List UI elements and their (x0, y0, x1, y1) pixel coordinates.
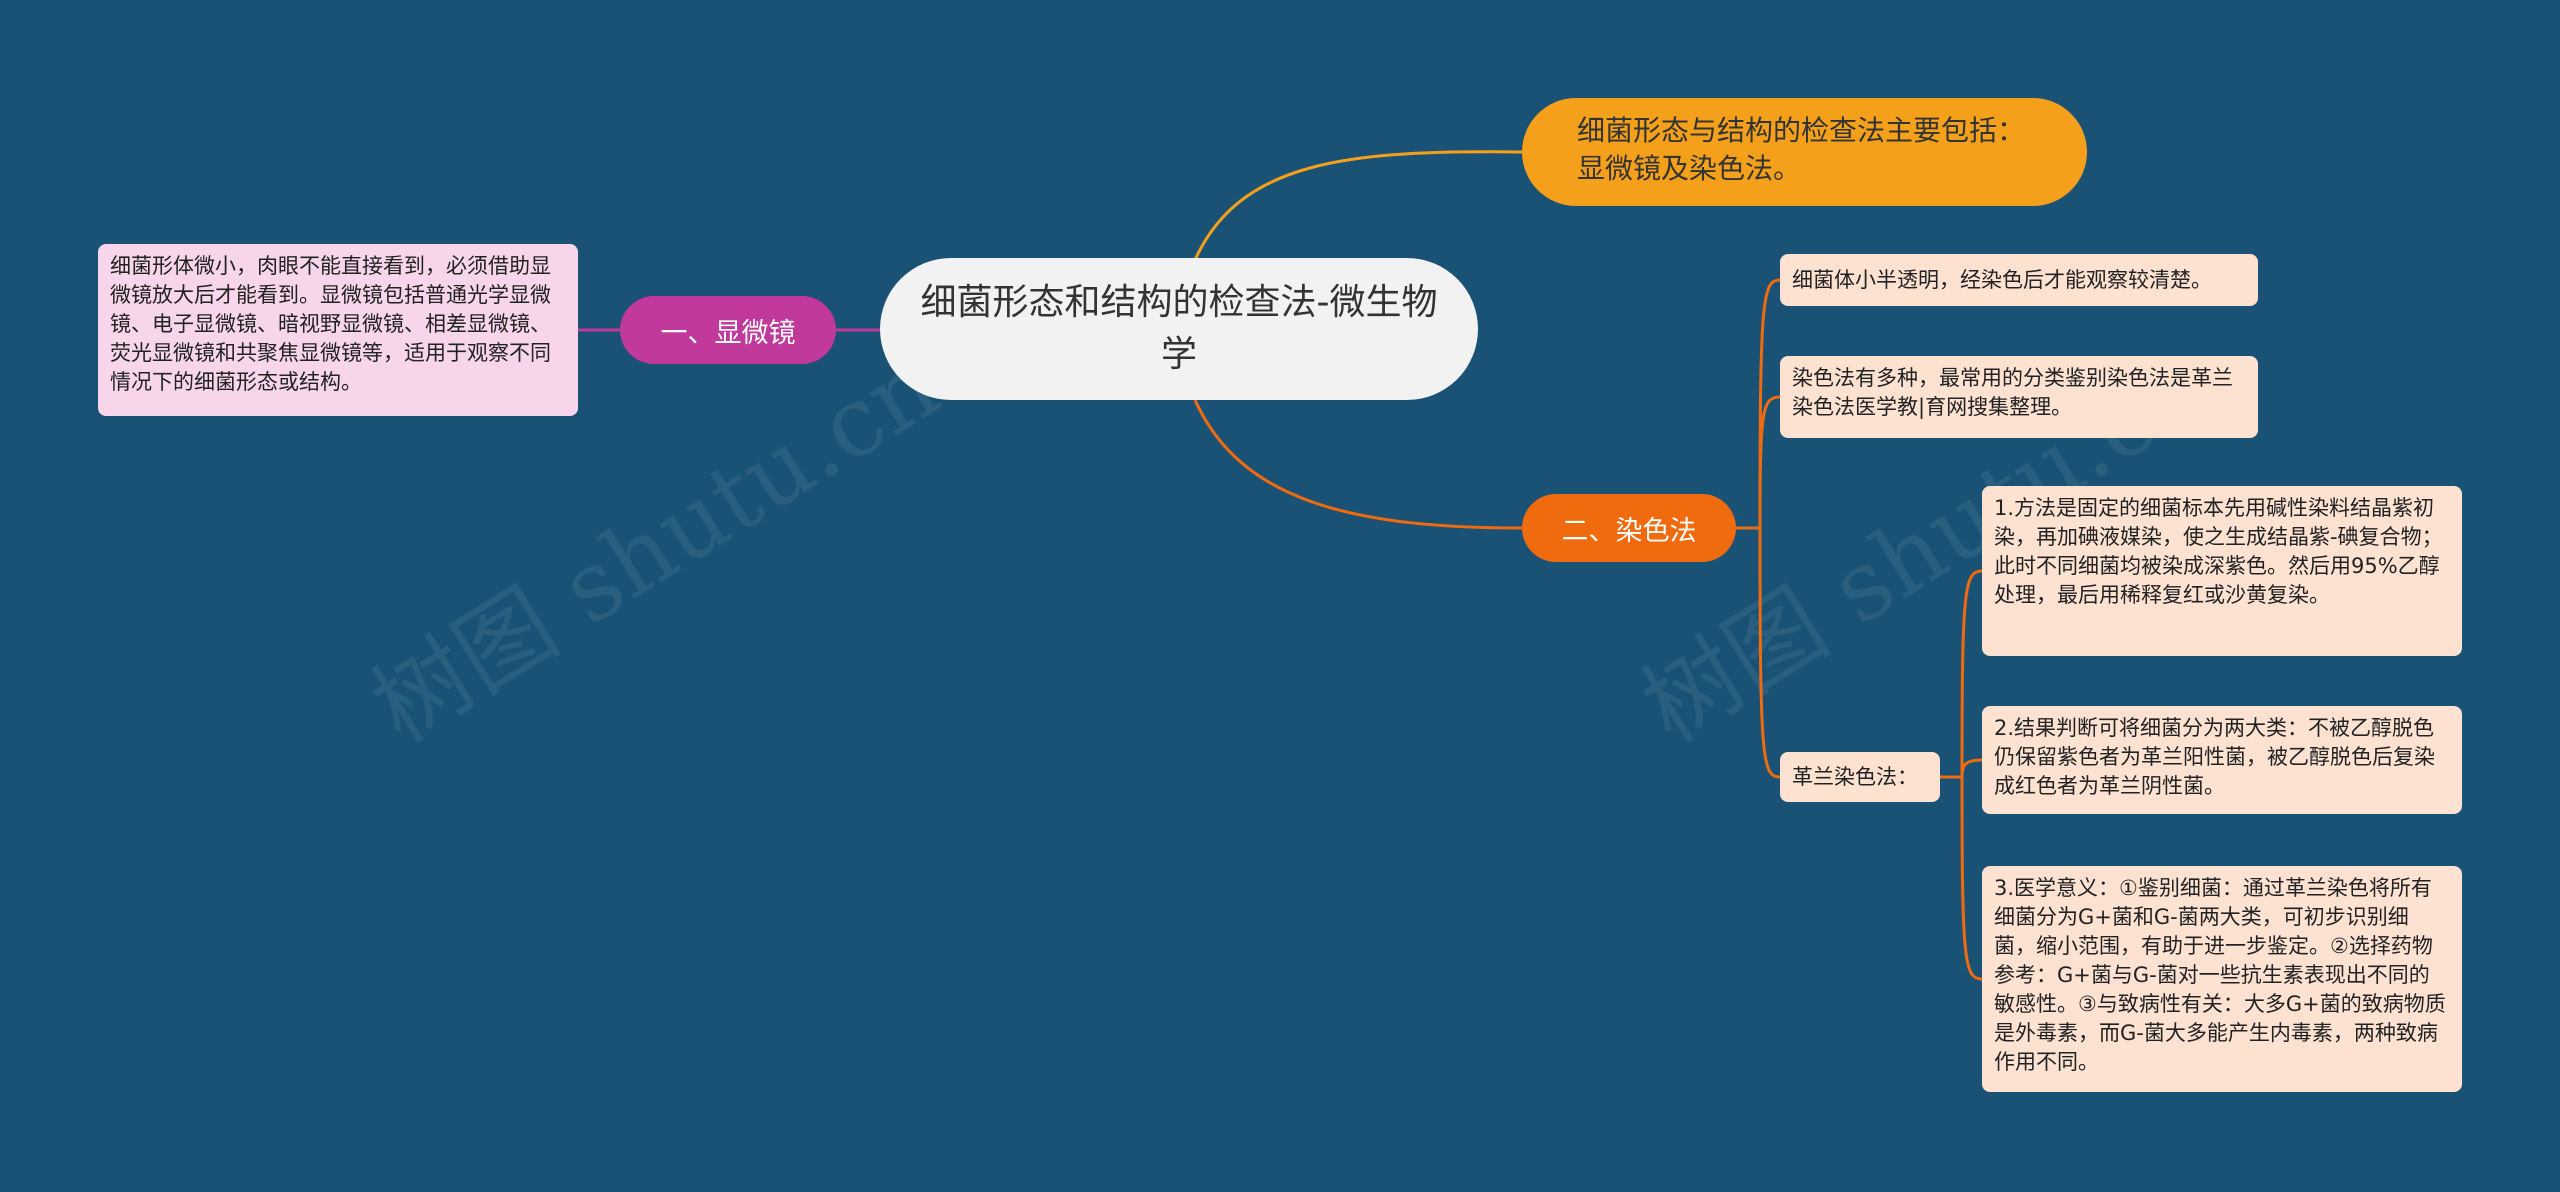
connector-top-note (1193, 150, 1523, 261)
central-topic[interactable]: 细菌形态和结构的检查法-微生物学 (880, 258, 1478, 400)
summary-node[interactable]: 细菌形态与结构的检查法主要包括：显微镜及染色法。 (1522, 98, 2087, 206)
microscope-detail[interactable]: 细菌形体微小，肉眼不能直接看到，必须借助显微镜放大后才能看到。显微镜包括普通光学… (98, 244, 578, 416)
gram-stain-node[interactable]: 革兰染色法： (1780, 752, 1940, 802)
gram-step-significance[interactable]: 3.医学意义：①鉴别细菌：通过革兰染色将所有细菌分为G+菌和G-菌两大类，可初步… (1982, 866, 2462, 1092)
connector-staining (1193, 399, 1523, 530)
staining-item-2[interactable]: 染色法有多种，最常用的分类鉴别染色法是革兰染色法医学教|育网搜集整理。 (1780, 356, 2258, 438)
gram-step-method[interactable]: 1.方法是固定的细菌标本先用碱性染料结晶紫初染，再加碘液媒染，使之生成结晶紫-碘… (1982, 486, 2462, 656)
branch-microscope[interactable]: 一、显微镜 (620, 296, 836, 364)
staining-item-1[interactable]: 细菌体小半透明，经染色后才能观察较清楚。 (1780, 254, 2258, 306)
branch-staining[interactable]: 二、染色法 (1522, 494, 1736, 562)
gram-step-result[interactable]: 2.结果判断可将细菌分为两大类：不被乙醇脱色仍保留紫色者为革兰阳性菌，被乙醇脱色… (1982, 706, 2462, 814)
connector-gram-steps (1940, 569, 1983, 981)
connector-staining-children (1736, 278, 1781, 779)
